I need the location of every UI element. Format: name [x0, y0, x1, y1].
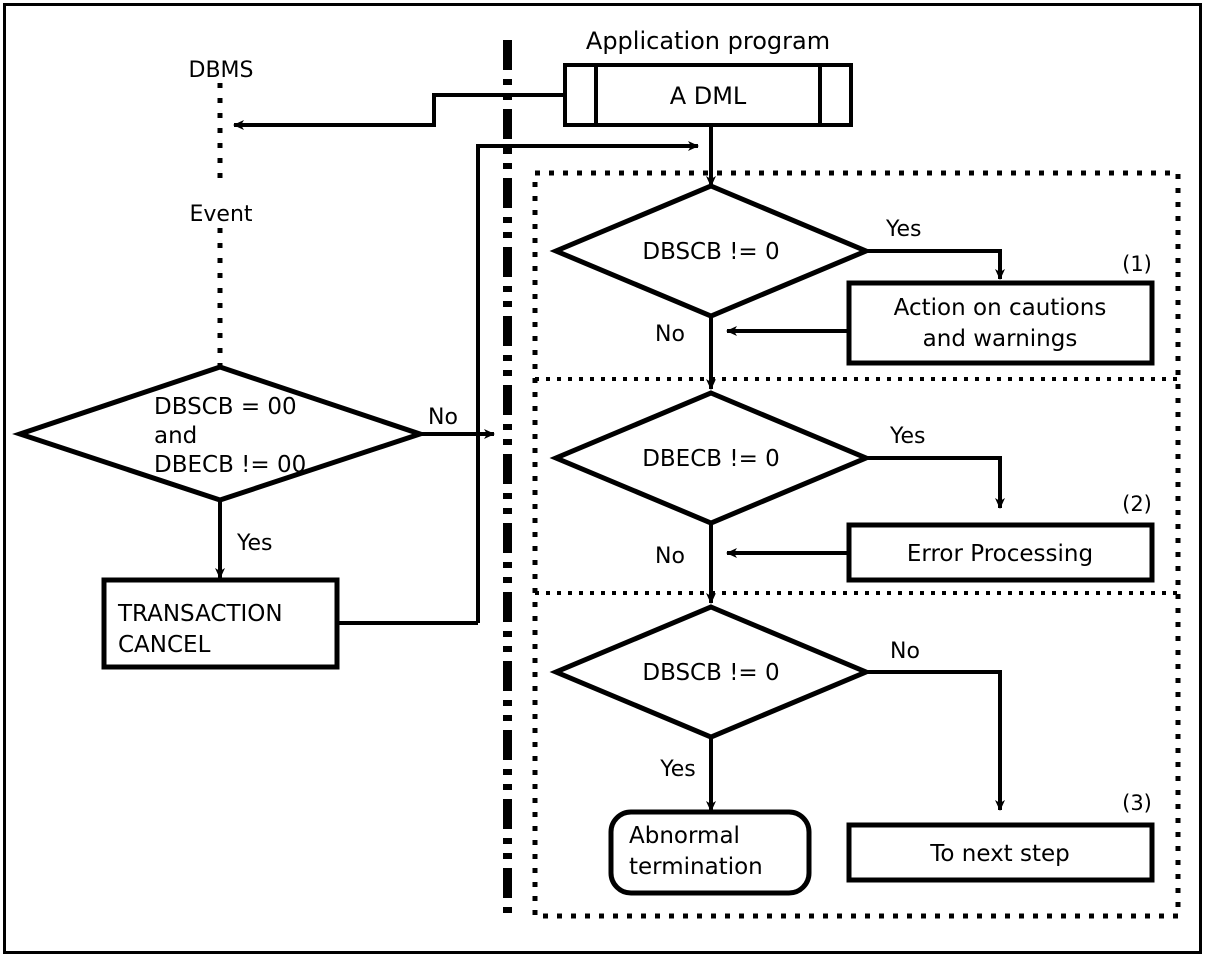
section-2-tag: (2) — [1122, 492, 1152, 516]
transaction-cancel-box — [101, 577, 340, 670]
decision3-label: DBSCB != 0 — [642, 660, 779, 686]
decision2-label: DBECB != 0 — [642, 446, 780, 472]
decision1-yes-label: Yes — [885, 217, 922, 242]
left-decision-yes-label: Yes — [236, 531, 273, 556]
decision2-yes-label: Yes — [889, 424, 926, 449]
error-processing-label: Error Processing — [907, 541, 1093, 567]
action-cautions-line2: and warnings — [923, 326, 1078, 352]
action-cautions-box — [846, 280, 1155, 366]
dml-label: A DML — [670, 82, 747, 110]
decision1-yes-path — [866, 249, 1005, 280]
to-next-step-box — [846, 822, 1155, 883]
transaction-cancel-line2: CANCEL — [118, 632, 211, 658]
section-3-tag: (3) — [1122, 791, 1152, 815]
application-program-box — [563, 63, 853, 127]
action-cautions-line1: Action on cautions — [894, 295, 1107, 321]
return-to-dml-arrow — [476, 141, 699, 623]
error-processing-box — [846, 522, 1155, 583]
abnormal-termination-box — [608, 809, 812, 896]
abnormal-termination-line1: Abnormal — [629, 823, 740, 849]
application-program-title: Application program — [586, 27, 830, 55]
left-decision-line1: DBSCB = 00 — [154, 394, 297, 420]
dbms-label: DBMS — [189, 58, 254, 83]
call-to-dbms-arrow — [233, 93, 565, 130]
left-decision-line2: and — [154, 423, 197, 449]
decision2-yes-path — [866, 456, 1005, 509]
decision3-no-path — [866, 670, 1005, 811]
transaction-cancel-line1: TRANSACTION — [117, 601, 283, 627]
decision1-no-label: No — [655, 322, 685, 347]
decision1-label: DBSCB != 0 — [642, 239, 779, 265]
left-decision-line3: DBECB != 00 — [154, 452, 306, 478]
decision2-no-label: No — [655, 544, 685, 569]
to-next-step-label: To next step — [929, 841, 1070, 867]
decision3-no-label: No — [890, 639, 920, 664]
event-label: Event — [189, 202, 252, 227]
section-1-tag: (1) — [1122, 252, 1152, 276]
abnormal-termination-line2: termination — [629, 854, 763, 880]
decision3-yes-label: Yes — [659, 757, 696, 782]
left-decision-no-label: No — [428, 405, 458, 430]
